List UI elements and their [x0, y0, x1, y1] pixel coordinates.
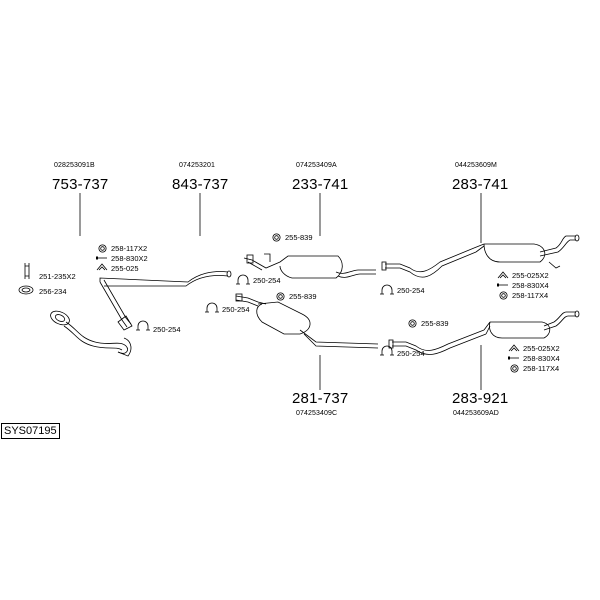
oem-number-843-737: 074253201	[179, 162, 215, 169]
accessory-label[interactable]: 258-117X4	[512, 291, 549, 300]
hanger-icon	[497, 271, 509, 279]
front-pipe-753-737	[50, 310, 132, 357]
accessory-label[interactable]: 255-025	[111, 264, 139, 273]
bolt-icon	[497, 283, 508, 287]
accessory-label[interactable]: 258-117X2	[111, 244, 148, 253]
oem-number-283-921: 044253609AD	[453, 410, 499, 417]
clamp-ring-icon	[408, 319, 417, 328]
oem-number-233-741: 074253409A	[296, 162, 337, 169]
oem-number-753-737: 028253091B	[54, 162, 95, 169]
bolt-icon	[96, 256, 107, 260]
rubber-mount-icon	[24, 263, 30, 279]
part-number-843-737[interactable]: 843-737	[172, 176, 229, 193]
clamp-ring-icon	[499, 291, 508, 300]
clamp-ring-icon	[276, 292, 285, 301]
system-code-label: SYS07195	[1, 423, 60, 439]
accessory-label[interactable]: 251-235X2	[39, 272, 76, 281]
u-clamp-icon	[136, 320, 150, 331]
u-clamp-icon	[380, 284, 394, 295]
hanger-icon	[96, 263, 108, 271]
accessory-label[interactable]: 258-830X2	[111, 254, 148, 263]
accessory-label[interactable]: 255-839	[421, 319, 449, 328]
oem-number-283-741: 044253609M	[455, 162, 497, 169]
accessory-label[interactable]: 255-025X2	[523, 344, 560, 353]
oem-number-281-737: 074253409C	[296, 410, 338, 417]
accessory-label[interactable]: 250-254	[397, 286, 425, 295]
accessory-label[interactable]: 258-830X4	[512, 281, 549, 290]
rear-silencer-283-921	[392, 310, 580, 355]
accessory-label[interactable]: 250-254	[253, 276, 281, 285]
bolt-icon	[508, 356, 519, 360]
part-number-753-737[interactable]: 753-737	[52, 176, 109, 193]
part-number-233-741[interactable]: 233-741	[292, 176, 349, 193]
part-number-281-737[interactable]: 281-737	[292, 390, 349, 407]
u-clamp-icon	[236, 274, 250, 285]
clamp-ring-icon	[510, 364, 519, 373]
accessory-label[interactable]: 258-830X4	[523, 354, 560, 363]
rear-silencer-283-741	[385, 234, 580, 278]
accessory-label[interactable]: 250-254	[222, 305, 250, 314]
silencer-233-741	[243, 253, 376, 279]
u-clamp-icon	[380, 345, 394, 356]
part-number-283-741[interactable]: 283-741	[452, 176, 509, 193]
hanger-icon	[508, 344, 520, 352]
accessory-label[interactable]: 256-234	[39, 287, 67, 296]
clamp-ring-icon	[98, 244, 107, 253]
part-number-283-921[interactable]: 283-921	[452, 390, 509, 407]
silencer-281-737	[235, 293, 379, 349]
accessory-label[interactable]: 255-025X2	[512, 271, 549, 280]
flange-233-inlet	[381, 261, 387, 271]
accessory-label[interactable]: 250-254	[397, 349, 425, 358]
accessory-label[interactable]: 258-117X4	[523, 364, 560, 373]
clamp-ring-icon	[272, 233, 281, 242]
gasket-ring-icon	[18, 285, 34, 295]
intermediate-pipe-843-737	[99, 270, 232, 331]
u-clamp-icon	[205, 302, 219, 313]
accessory-label[interactable]: 255-839	[285, 233, 313, 242]
accessory-label[interactable]: 255-839	[289, 292, 317, 301]
accessory-label[interactable]: 250-254	[153, 325, 181, 334]
